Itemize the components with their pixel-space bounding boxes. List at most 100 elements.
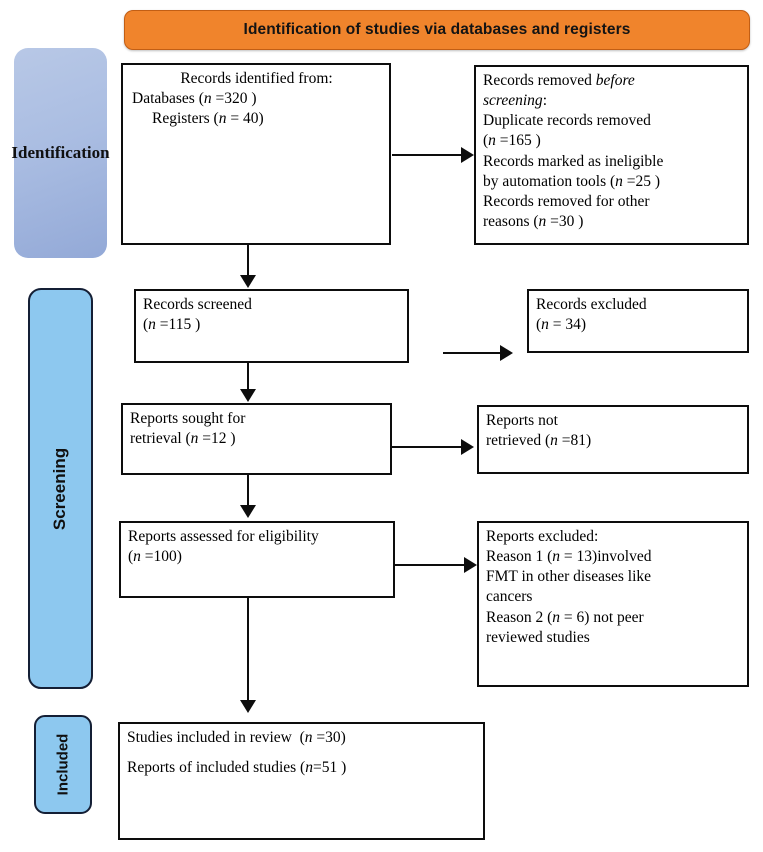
connector-identified-to-screened-arrow: [240, 275, 256, 288]
reports-excluded-reason-1-cont-b: cancers: [486, 588, 533, 606]
dup-n-value: =165 ): [495, 132, 541, 150]
reports-included-n-symbol: n: [305, 759, 313, 777]
records-removed-other: Records removed for other: [483, 192, 650, 210]
reason-1-n-value: = 13)involved: [560, 548, 652, 566]
registers-n-value: = 40): [226, 110, 264, 128]
automation-n-symbol: n: [615, 172, 623, 190]
box-reports-not-retrieved: Reports not retrieved (n =81): [477, 405, 749, 474]
box-reports-sought: Reports sought for retrieval (n =12 ): [121, 403, 392, 475]
connector-screened-to-sought-line: [247, 363, 249, 391]
connector-sought-to-notretrieved-line: [392, 446, 462, 448]
reports-included-label: Reports of included studies (: [127, 759, 306, 777]
reports-sought-label: Reports sought for: [130, 410, 246, 427]
reports-excluded-reason-1-cont-a: FMT in other diseases like: [486, 568, 652, 586]
other-reasons-label: reasons (: [483, 212, 539, 230]
studies-included-n-symbol: n: [304, 729, 313, 746]
phase-label-identification: Identification: [11, 143, 110, 162]
registers-n-symbol: n: [218, 110, 227, 128]
records-removed-ineligible: Records marked as ineligible: [483, 152, 664, 170]
box-records-excluded: Records excluded (n = 34): [527, 289, 749, 353]
reports-excluded-reason-2: Reason 2 (n = 6) not peer: [486, 608, 741, 628]
assessed-n-value: =100): [140, 548, 182, 566]
reports-excluded-heading: Reports excluded:: [486, 528, 599, 545]
records-removed-colon: :: [542, 92, 547, 110]
records-screened-label: Records screened: [143, 296, 252, 313]
records-removed-duplicates: Duplicate records removed: [483, 112, 651, 130]
screened-n-symbol: n: [148, 316, 156, 334]
box-records-removed: Records removed before screening: Duplic…: [474, 65, 749, 245]
reports-excluded-reason-1: Reason 1 (n = 13)involved: [486, 547, 741, 567]
reports-assessed-label: Reports assessed for eligibility: [128, 528, 319, 545]
records-removed-duplicates-n: (n =165 ): [483, 131, 741, 151]
databases-n-symbol: n: [203, 90, 212, 108]
reason-2-label: Reason 2 (: [486, 608, 553, 626]
phase-bar-identification: Identification: [11, 48, 110, 258]
connector-identified-to-screened-line: [247, 245, 249, 277]
records-removed-other-n: reasons (n =30 ): [483, 212, 741, 232]
screened-paren-open: (: [143, 316, 149, 334]
sought-n-symbol: n: [190, 430, 199, 448]
reports-excluded-reason-2-cont: reviewed studies: [486, 628, 590, 646]
connector-screened-to-sought-arrow: [240, 389, 256, 402]
box-records-screened: Records screened (n =115 ): [134, 289, 409, 363]
reports-assessed-n: (n =100): [128, 547, 387, 567]
excluded-n-symbol: n: [541, 316, 549, 334]
box-records-identified: Records identified from: Databases (n =3…: [121, 63, 391, 245]
screened-n-value: =115 ): [155, 316, 201, 334]
records-removed-automation-n: by automation tools (n =25 ): [483, 172, 741, 192]
connector-assessed-to-included-line: [247, 598, 249, 702]
records-identified-registers: Registers (n = 40): [130, 109, 383, 129]
reports-not-retrieved-label: Reports not: [486, 412, 558, 429]
reason-1-label: Reason 1 (: [486, 548, 553, 566]
records-removed-prefix: Records removed: [483, 72, 596, 89]
reason-2-n-symbol: n: [552, 608, 561, 626]
box-reports-assessed: Reports assessed for eligibility (n =100…: [119, 521, 395, 598]
sought-n-value: =12 ): [198, 430, 236, 448]
sought-retrieval-label: retrieval (: [130, 430, 191, 448]
reason-2-n-value: = 6) not peer: [560, 608, 644, 626]
records-removed-screening-em: screening: [483, 92, 543, 110]
automation-n-value: =25 ): [622, 172, 661, 190]
other-reasons-n-symbol: n: [538, 212, 547, 230]
records-screened-n: (n =115 ): [143, 315, 401, 335]
records-removed-before-em: before: [595, 72, 635, 89]
not-retrieved-n-value: =81): [557, 432, 592, 450]
reason-1-n-symbol: n: [552, 548, 561, 566]
excluded-n-value: = 34): [548, 316, 587, 334]
reports-of-included-studies: Reports of included studies (n=51 ): [127, 758, 477, 778]
connector-assessed-to-repexcluded-arrow: [464, 557, 477, 573]
records-removed-line-2: screening:: [483, 91, 741, 111]
reports-included-n-value: =51 ): [312, 759, 347, 777]
records-excluded-label: Records excluded: [536, 296, 647, 313]
phase-label-screening: Screening: [50, 447, 70, 530]
studies-included-n-value: =30): [312, 729, 346, 746]
records-identified-databases: Databases (n =320 ): [130, 89, 383, 109]
connector-sought-to-notretrieved-arrow: [461, 439, 474, 455]
studies-included-label: Studies included in review (: [127, 729, 305, 746]
phase-bar-included: Included: [34, 715, 92, 814]
reports-sought-n: retrieval (n =12 ): [130, 429, 384, 449]
connector-assessed-to-repexcluded-line: [395, 564, 465, 566]
other-reasons-n-value: =30 ): [546, 212, 584, 230]
phase-bar-screening: Screening: [28, 288, 93, 689]
connector-identified-to-removed-arrow: [461, 147, 474, 163]
dup-n-symbol: n: [488, 132, 496, 150]
box-studies-included: Studies included in review (n =30) Repor…: [118, 722, 485, 840]
not-retrieved-label: retrieved (: [486, 432, 551, 450]
reports-not-retrieved-n: retrieved (n =81): [486, 431, 741, 451]
connector-screened-to-excluded-arrow: [500, 345, 513, 361]
connector-sought-to-assessed-line: [247, 475, 249, 507]
records-excluded-n: (n = 34): [536, 315, 741, 335]
studies-included-review: Studies included in review (n =30): [127, 728, 477, 748]
records-removed-line-1: Records removed before: [483, 71, 741, 91]
connector-screened-to-excluded-line: [443, 352, 501, 354]
connector-sought-to-assessed-arrow: [240, 505, 256, 518]
excluded-paren-open: (: [536, 316, 542, 334]
assessed-paren-open: (: [128, 548, 134, 566]
diagram-banner-title: Identification of studies via databases …: [124, 10, 750, 50]
records-identified-line-1: Records identified from:: [180, 70, 333, 87]
dup-paren-open: (: [483, 132, 489, 150]
studies-included-spacer: [127, 748, 477, 758]
databases-n-value: =320 ): [211, 90, 257, 108]
